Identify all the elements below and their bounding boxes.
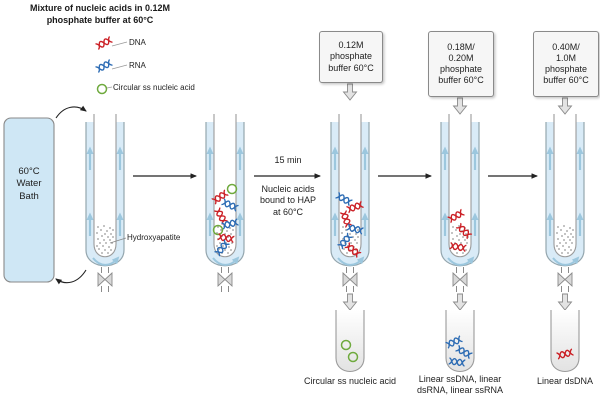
hydroxyapatite-label: Hydroxyapatite <box>127 233 181 242</box>
elution-arrow-3-icon <box>558 293 572 311</box>
buffer-flow-arrow-2-icon <box>453 97 467 115</box>
legend-leader-circular <box>106 86 113 89</box>
output-label-circular: Circular ss nucleic acid <box>303 376 397 386</box>
output-label-dsdna: Linear dsDNA <box>536 376 594 386</box>
step-time-label: 15 min <box>274 155 302 165</box>
bath-circulation-arrow-bottom-icon <box>55 269 87 285</box>
output-label-linear-ss: Linear ssDNA, linear dsRNA, linear ssRNA <box>416 374 504 395</box>
diagram-title: Mixture of nucleic acids in 0.12M phosph… <box>29 3 171 25</box>
water-bath-label: 60°C Water Bath <box>16 166 42 202</box>
column-3 <box>331 114 369 292</box>
buffer-flow-arrow-1-icon <box>343 83 357 101</box>
legend-label-circular: Circular ss nucleic acid <box>113 83 195 92</box>
legend-leader-dna <box>111 41 128 47</box>
collection-tube-3 <box>550 309 580 373</box>
elution-arrow-2-icon <box>453 293 467 311</box>
column-5 <box>546 114 584 292</box>
buffer-box-2: 0.18M/ 0.20M phosphate buffer 60°C <box>428 31 494 97</box>
water-bath <box>3 117 55 283</box>
bath-circulation-arrow-top-icon <box>55 105 87 119</box>
buffer-box-1: 0.12M phosphate buffer 60°C <box>319 31 383 83</box>
legend-label-dna: DNA <box>129 38 146 47</box>
legend-label-rna: RNA <box>129 61 146 70</box>
collection-tube-1 <box>335 309 365 373</box>
elution-arrow-1-icon <box>343 293 357 311</box>
column-4 <box>441 114 479 292</box>
hydroxyapatite-leader <box>109 237 127 244</box>
dna-molecule-icon <box>94 35 114 51</box>
circular-ssna-icon <box>96 83 108 95</box>
column-1 <box>86 114 124 292</box>
legend-leader-rna <box>111 64 128 70</box>
step-description-label: Nucleic acids bound to HAP at 60°C <box>259 184 317 217</box>
rna-molecule-icon <box>94 58 114 74</box>
buffer-box-3: 0.40M/ 1.0M phosphate buffer 60°C <box>533 31 599 97</box>
buffer-flow-arrow-3-icon <box>558 97 572 115</box>
